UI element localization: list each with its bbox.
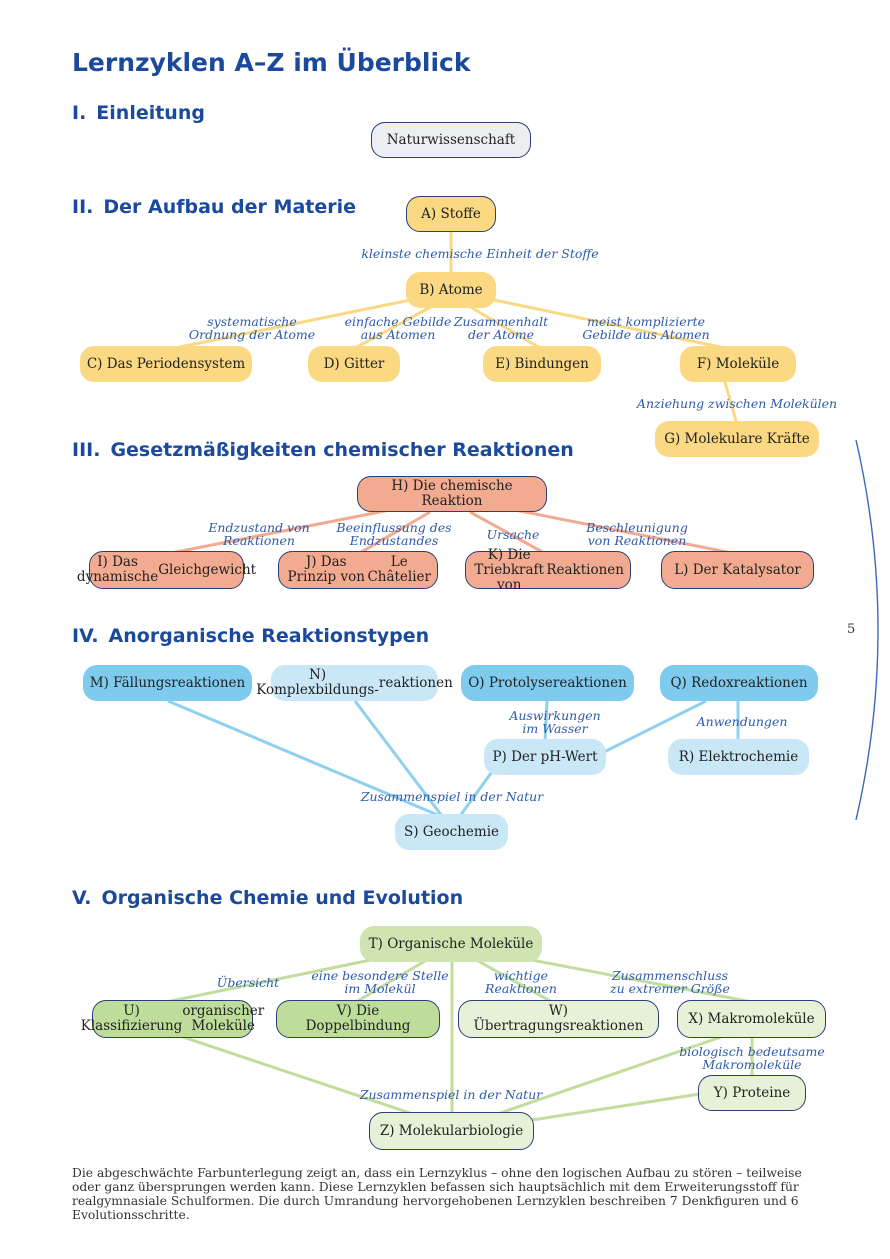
node-naturwissenschaft: Naturwissenschaft bbox=[371, 122, 531, 158]
label-z: Zusammenspiel in der Natur bbox=[359, 1087, 543, 1102]
line-b-c bbox=[174, 294, 431, 350]
section-4-connectors bbox=[167, 699, 740, 818]
line-p-s bbox=[458, 768, 496, 817]
node-v-doppelbindung: V) Die Doppelbindung bbox=[276, 1000, 440, 1038]
line-n-s bbox=[353, 700, 444, 817]
node-y-proteine: Y) Proteine bbox=[698, 1075, 806, 1111]
label-a-b: kleinste chemische Einheit der Stoffe bbox=[361, 246, 599, 261]
node-f-molekuele: F) Moleküle bbox=[680, 346, 796, 382]
label-h-k: Ursache bbox=[486, 527, 540, 542]
page-title: Lernzyklen A–Z im Überblick bbox=[72, 48, 471, 77]
node-w-uebertragungsreaktionen: W) Übertragungsreaktionen bbox=[458, 1000, 659, 1038]
node-l-katalysator: L) Der Katalysator bbox=[661, 551, 814, 589]
line-b-f bbox=[474, 294, 726, 350]
node-m-faellungsreaktionen: M) Fällungsreaktionen bbox=[83, 665, 252, 701]
node-e-bindungen: E) Bindungen bbox=[483, 346, 601, 382]
line-h-i bbox=[165, 506, 401, 556]
node-d-gitter: D) Gitter bbox=[308, 346, 400, 382]
line-u-z bbox=[179, 1034, 411, 1115]
line-h-j bbox=[357, 510, 431, 556]
line-t-w bbox=[477, 959, 553, 1004]
label-f-g: Anziehung zwischen Molekülen bbox=[636, 396, 838, 411]
line-b-d bbox=[354, 300, 441, 350]
node-s-geochemie: S) Geochemie bbox=[395, 814, 508, 850]
line-h-k bbox=[469, 510, 547, 556]
line-y-z bbox=[531, 1092, 701, 1122]
line-t-u bbox=[165, 952, 401, 1004]
footer-note: Die abgeschwächte Farbunterlegung zeigt … bbox=[72, 1166, 802, 1222]
line-x-z bbox=[499, 1034, 725, 1115]
line-b-e bbox=[461, 300, 541, 350]
section-2-connectors bbox=[174, 232, 738, 422]
node-a-stoffe: A) Stoffe bbox=[406, 196, 496, 232]
section-5-connectors bbox=[165, 952, 754, 1122]
line-t-x bbox=[499, 952, 753, 1004]
line-q-p bbox=[599, 699, 707, 756]
node-g-molekulare-kraefte: G) Molekulare Kräfte bbox=[655, 421, 819, 457]
section-3-connectors bbox=[165, 506, 738, 556]
node-o-protolysereaktionen: O) Protolysereaktionen bbox=[461, 665, 634, 701]
node-b-atome: B) Atome bbox=[406, 272, 496, 308]
node-t-organische-molekuele: T) Organische Moleküle bbox=[360, 926, 542, 962]
node-c-periodensystem: C) Das Periodensystem bbox=[80, 346, 252, 382]
line-t-v bbox=[355, 959, 426, 1004]
line-o-p bbox=[543, 700, 549, 742]
node-z-molekularbiologie: Z) Molekularbiologie bbox=[369, 1112, 534, 1150]
line-h-l bbox=[504, 506, 738, 556]
node-r-elektrochemie: R) Elektrochemie bbox=[668, 739, 809, 775]
section-4-heading: IV.Anorganische Reaktionstypen bbox=[72, 625, 430, 647]
section-1-heading: I.Einleitung bbox=[72, 102, 205, 124]
node-p-ph-wert: P) Der pH-Wert bbox=[484, 739, 606, 775]
section-2-heading: II.Der Aufbau der Materie bbox=[72, 196, 356, 218]
line-f-g bbox=[723, 381, 738, 422]
page-number: 5 bbox=[847, 622, 856, 637]
label-q-r: Anwendungen bbox=[696, 714, 788, 729]
node-x-makromolekuele: X) Makromoleküle bbox=[677, 1000, 826, 1038]
node-q-redoxreaktionen: Q) Redoxreaktionen bbox=[660, 665, 818, 701]
label-t-u: Übersicht bbox=[216, 975, 280, 990]
node-h-chemische-reaktion: H) Die chemische Reaktion bbox=[357, 476, 547, 512]
section-5-heading: V.Organische Chemie und Evolution bbox=[72, 887, 464, 909]
page-edge-arc bbox=[855, 439, 879, 821]
line-m-s bbox=[167, 699, 441, 818]
label-s: Zusammenspiel in der Natur bbox=[360, 789, 544, 804]
section-3-heading: III.Gesetzmäßigkeiten chemischer Reaktio… bbox=[72, 439, 574, 461]
node-n-komplexbildung: N) Komplexbildungs-reaktionen bbox=[256, 665, 453, 701]
